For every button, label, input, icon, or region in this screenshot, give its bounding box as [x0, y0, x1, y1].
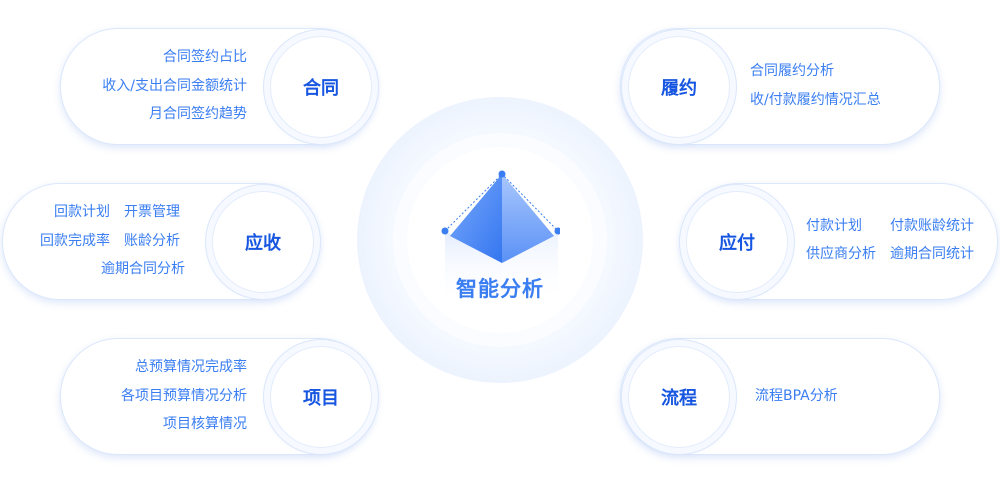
project-item[interactable]: 各项目预算情况分析 — [121, 388, 247, 404]
pyramid-cube-icon — [441, 170, 560, 305]
module-contract-title[interactable]: 合同 — [270, 36, 372, 138]
project-item[interactable]: 项目核算情况 — [163, 416, 247, 432]
payable-item[interactable]: 付款计划 — [806, 218, 862, 234]
receivable-item[interactable]: 逾期合同分析 — [101, 261, 185, 277]
module-process-title[interactable]: 流程 — [628, 346, 730, 448]
receivable-item[interactable]: 开票管理 — [124, 204, 180, 220]
receivable-item[interactable]: 账龄分析 — [124, 233, 180, 249]
module-performance-title[interactable]: 履约 — [628, 36, 730, 138]
receivable-item[interactable]: 回款计划 — [54, 204, 110, 220]
performance-item[interactable]: 合同履约分析 — [750, 63, 834, 79]
payable-item[interactable]: 付款账龄统计 — [890, 218, 974, 234]
contract-item[interactable]: 月合同签约趋势 — [149, 106, 247, 122]
performance-item[interactable]: 收/付款履约情况汇总 — [750, 92, 881, 108]
contract-item[interactable]: 合同签约占比 — [163, 49, 247, 65]
receivable-item[interactable]: 回款完成率 — [40, 233, 110, 249]
module-project-title[interactable]: 项目 — [270, 346, 372, 448]
module-receivable-title[interactable]: 应收 — [212, 191, 314, 293]
center-label: 智能分析 — [456, 277, 544, 301]
module-payable-title[interactable]: 应付 — [686, 191, 788, 293]
payable-item[interactable]: 供应商分析 — [806, 246, 876, 262]
project-item[interactable]: 总预算情况完成率 — [135, 359, 247, 375]
process-item[interactable]: 流程BPA分析 — [755, 388, 838, 404]
payable-item[interactable]: 逾期合同统计 — [890, 246, 974, 262]
contract-item[interactable]: 收入/支出合同金额统计 — [102, 78, 247, 94]
